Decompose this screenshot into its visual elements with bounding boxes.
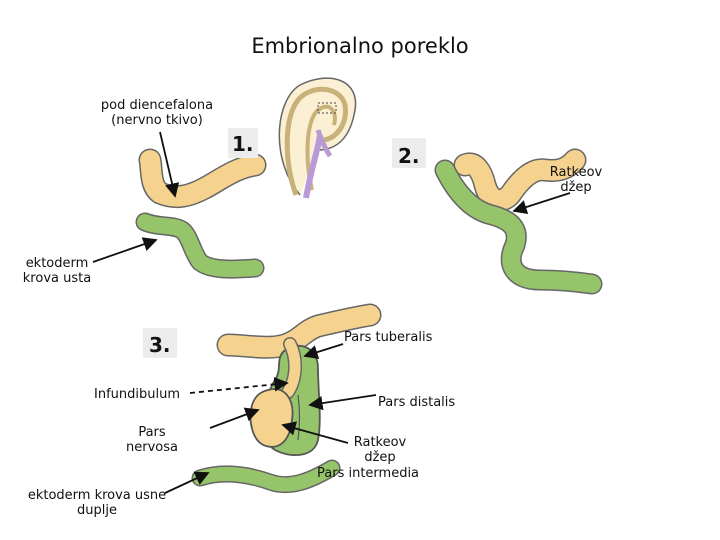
step-box-2 — [392, 138, 426, 168]
label-oral-ectoderm: ektoderm krova usta — [22, 256, 92, 286]
label-diencephalon-floor: pod diencefalona (nervno tkivo) — [100, 98, 214, 128]
label-pars-nervosa: Pars nervosa — [126, 425, 178, 455]
diagram-title: Embrionalno poreklo — [251, 34, 469, 58]
label-infundibulum: Infundibulum — [94, 387, 180, 402]
pointer-arrows — [92, 131, 571, 494]
embryo-sketch-icon — [278, 77, 357, 199]
label-rathke-pouch-bottom: Ratkeov džep — [353, 435, 407, 465]
step-number-2: 2. — [398, 144, 420, 168]
label-pars-tuberalis: Pars tuberalis — [344, 330, 433, 345]
stage3-pars-nervosa — [249, 388, 294, 448]
label-pars-distalis: Pars distalis — [378, 395, 456, 410]
label-rathke-pouch-top: Ratkeov džep — [549, 165, 603, 195]
step-number-1: 1. — [232, 132, 254, 156]
step-box-3 — [143, 328, 177, 358]
step-number-3: 3. — [149, 333, 171, 357]
label-oral-cavity-roof: ektoderm krova usne duplje — [27, 488, 167, 518]
step-box-1 — [228, 128, 258, 158]
label-pars-intermedia: Pars intermedia — [317, 466, 420, 481]
